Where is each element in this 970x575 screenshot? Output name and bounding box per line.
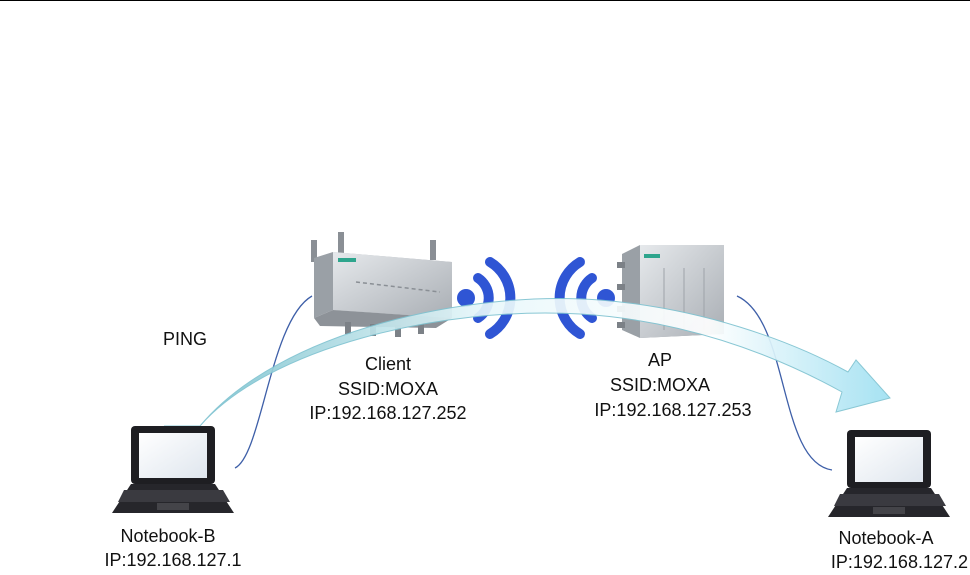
notebook-a-ip-label: IP:192.168.127.2 xyxy=(784,551,968,573)
client-ip-label: IP:192.168.127.252 xyxy=(293,402,483,424)
ap-role-label: AP xyxy=(590,349,730,371)
cable-client-to-notebook-b xyxy=(235,296,312,468)
ping-label: PING xyxy=(163,328,207,350)
notebook-b-name-label: Notebook-B xyxy=(88,525,248,547)
wifi-waves-client xyxy=(457,262,510,334)
cable-ap-to-notebook-a xyxy=(737,296,832,470)
ping-arrow xyxy=(164,299,890,426)
notebook-a-laptop xyxy=(828,430,950,517)
client-ssid-label: SSID:MOXA xyxy=(303,378,473,400)
notebook-b-laptop xyxy=(112,426,234,513)
wifi-waves-ap xyxy=(560,262,615,334)
ap-ssid-label: SSID:MOXA xyxy=(590,374,730,396)
notebook-a-name-label: Notebook-A xyxy=(806,527,966,549)
notebook-b-ip-label: IP:192.168.127.1 xyxy=(83,549,263,571)
client-role-label: Client xyxy=(303,353,473,375)
ap-ip-label: IP:192.168.127.253 xyxy=(578,399,768,421)
